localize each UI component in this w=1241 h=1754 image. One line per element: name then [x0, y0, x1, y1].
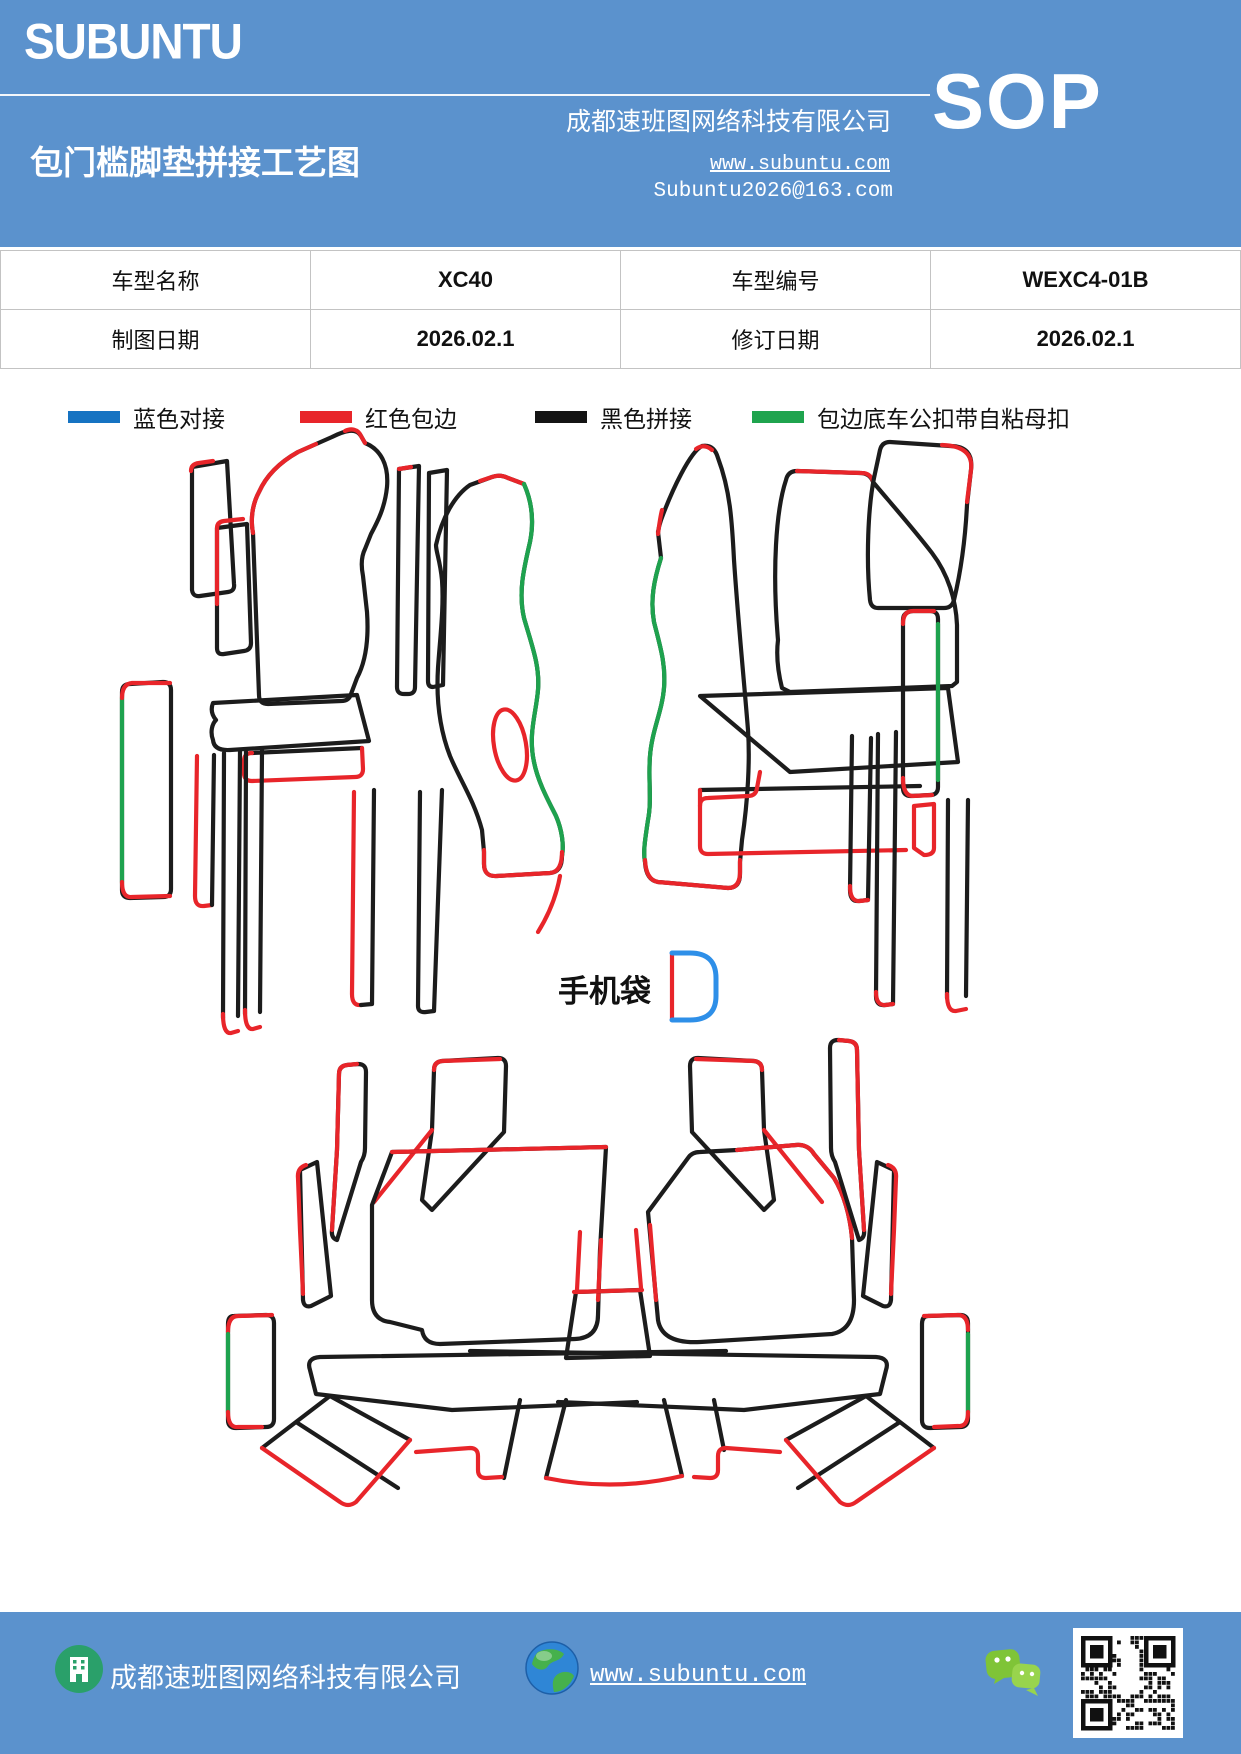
page-title: 包门槛脚垫拼接工艺图	[30, 144, 360, 181]
globe-icon	[525, 1641, 579, 1695]
sop-label: SOP	[932, 57, 1103, 145]
model-name-value: XC40	[310, 250, 621, 310]
brand-logo: SUBUNTU	[24, 13, 243, 70]
table-row: 车型名称 XC40 车型编号 WEXC4-01B	[0, 250, 1241, 310]
footer: 成都速班图网络科技有限公司 www.subuntu.com	[0, 1612, 1241, 1754]
legend-label: 包边底车公扣带自粘母扣	[817, 407, 1070, 432]
legend-label: 红色包边	[365, 407, 457, 432]
model-code-value: WEXC4-01B	[930, 250, 1241, 310]
header: SUBUNTU 成都速班图网络科技有限公司 包门槛脚垫拼接工艺图 www.sub…	[0, 0, 1241, 247]
legend-label: 蓝色对接	[133, 407, 225, 432]
rear-mat-outlines	[225, 1037, 971, 1508]
wechat-icon	[985, 1649, 1041, 1696]
phone-bag-label: 手机袋	[558, 974, 651, 1009]
revise-date-value: 2026.02.1	[930, 309, 1241, 369]
draw-date-label: 制图日期	[0, 309, 311, 369]
info-table: 车型名称 XC40 车型编号 WEXC4-01B 制图日期 2026.02.1 …	[0, 250, 1241, 369]
front-mat-outlines	[119, 427, 974, 1036]
legend-item-green: 包边底车公扣带自粘母扣	[752, 404, 1070, 432]
qr-code	[1073, 1628, 1183, 1738]
model-name-label: 车型名称	[0, 250, 311, 310]
phone-bag-blue-edge	[669, 950, 719, 1023]
info-table-wrap: 车型名称 XC40 车型编号 WEXC4-01B 制图日期 2026.02.1 …	[0, 250, 1241, 369]
red-swatch-icon	[300, 411, 352, 423]
phone-bag-outline	[669, 950, 719, 1023]
draw-date-value: 2026.02.1	[310, 309, 621, 369]
blue-swatch-icon	[68, 411, 120, 423]
red-oval-cutout	[490, 707, 530, 783]
header-website-link[interactable]: www.subuntu.com	[709, 153, 890, 176]
header-company-name: 成都速班图网络科技有限公司	[565, 109, 891, 136]
header-divider-line	[0, 94, 930, 96]
legend-item-red: 红色包边	[300, 404, 457, 432]
footer-company-name: 成都速班图网络科技有限公司	[110, 1663, 461, 1693]
footer-website-link[interactable]: www.subuntu.com	[590, 1662, 807, 1689]
header-email: Subuntu2026@163.com	[653, 180, 893, 203]
legend-label: 黑色拼接	[600, 407, 692, 432]
black-swatch-icon	[535, 411, 587, 423]
table-row: 制图日期 2026.02.1 修订日期 2026.02.1	[0, 309, 1241, 369]
legend-item-black: 黑色拼接	[535, 404, 692, 432]
revise-date-label: 修订日期	[620, 309, 931, 369]
model-code-label: 车型编号	[620, 250, 931, 310]
green-swatch-icon	[752, 411, 804, 423]
company-building-icon	[55, 1645, 103, 1693]
legend-item-blue: 蓝色对接	[68, 404, 225, 432]
